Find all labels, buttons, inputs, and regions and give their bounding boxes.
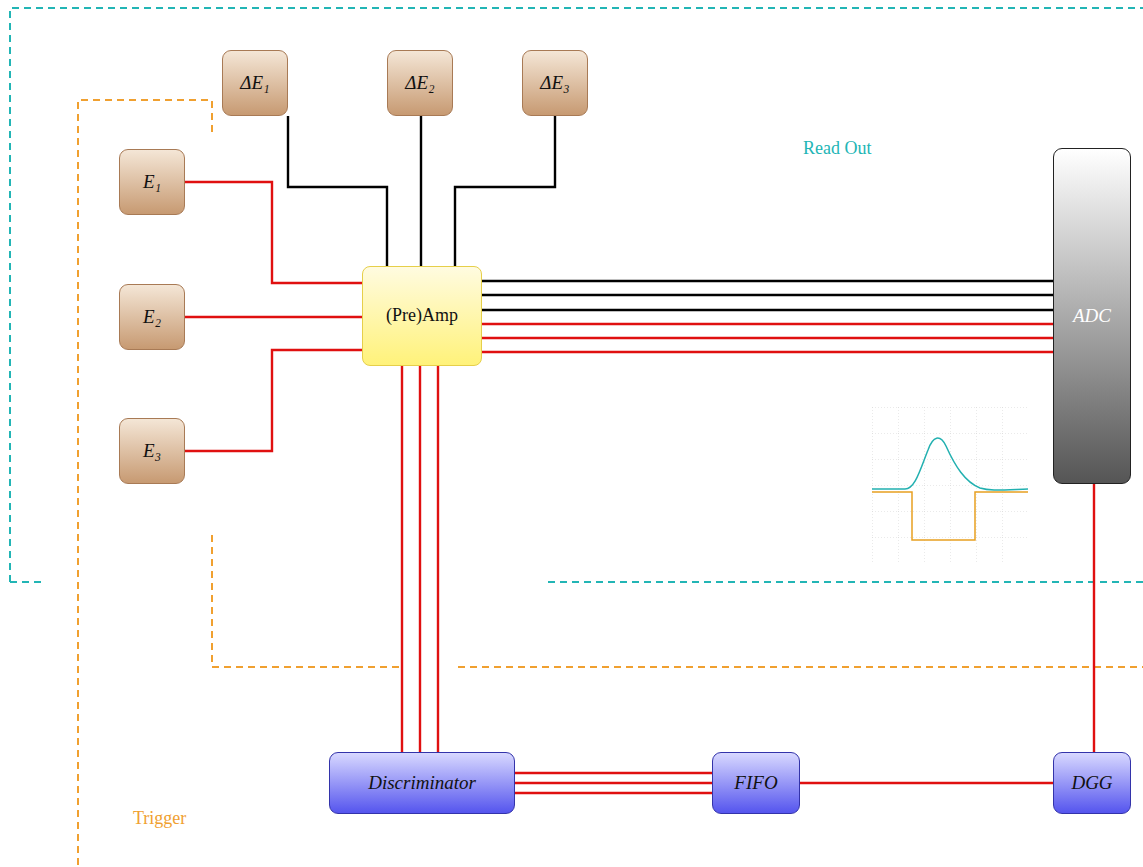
fifo-box: FIFO xyxy=(712,752,800,814)
signal-wire xyxy=(420,116,422,266)
signal-wire xyxy=(482,323,1053,325)
signal-wire xyxy=(482,294,1053,296)
discriminator-box: Discriminator xyxy=(329,752,515,814)
amplifier-box: (Pre)Amp xyxy=(362,266,482,366)
node-text: Discriminator xyxy=(368,773,476,794)
adc-box: ADC xyxy=(1053,148,1131,484)
detector-box: ΔE₃ xyxy=(522,50,588,116)
node-text: FIFO xyxy=(734,773,777,794)
signal-wire xyxy=(482,309,1053,311)
region-label: Trigger xyxy=(133,808,186,829)
node-text: E₂ xyxy=(143,307,161,328)
detector-box: E₂ xyxy=(119,284,185,350)
node-text: E₃ xyxy=(143,441,161,462)
signal-wire xyxy=(515,772,712,774)
detector-box: ΔE₁ xyxy=(222,50,288,116)
signal-wire xyxy=(185,316,362,318)
signal-wire xyxy=(482,351,1053,353)
gate-generator-box: DGG xyxy=(1053,752,1131,814)
node-text: DGG xyxy=(1071,773,1112,794)
oscilloscope-inset xyxy=(872,407,1028,563)
detector-box: E₃ xyxy=(119,418,185,484)
node-text: ΔE₂ xyxy=(405,73,434,94)
readout-region xyxy=(10,8,1143,582)
node-text: E₁ xyxy=(143,172,161,193)
signal-wire xyxy=(455,116,555,266)
signal-wire xyxy=(800,782,1053,784)
signal-wire xyxy=(185,350,362,451)
node-text: (Pre)Amp xyxy=(386,306,458,326)
node-text: ADC xyxy=(1073,306,1111,327)
node-text: ΔE₁ xyxy=(240,73,269,94)
region-label: Read Out xyxy=(803,138,871,159)
signal-wire xyxy=(1093,484,1095,752)
signal-wire xyxy=(482,337,1053,339)
node-text: ΔE₃ xyxy=(540,73,569,94)
signal-wire xyxy=(515,782,712,784)
signal-wire xyxy=(401,366,403,752)
signal-wire xyxy=(185,182,362,283)
signal-wire xyxy=(482,280,1053,282)
detector-box: ΔE₂ xyxy=(387,50,453,116)
trigger-region xyxy=(78,100,1143,867)
signal-wire xyxy=(515,792,712,794)
signal-wire xyxy=(419,366,421,752)
signal-wire xyxy=(288,116,387,266)
detector-box: E₁ xyxy=(119,149,185,215)
signal-wire xyxy=(437,366,439,752)
